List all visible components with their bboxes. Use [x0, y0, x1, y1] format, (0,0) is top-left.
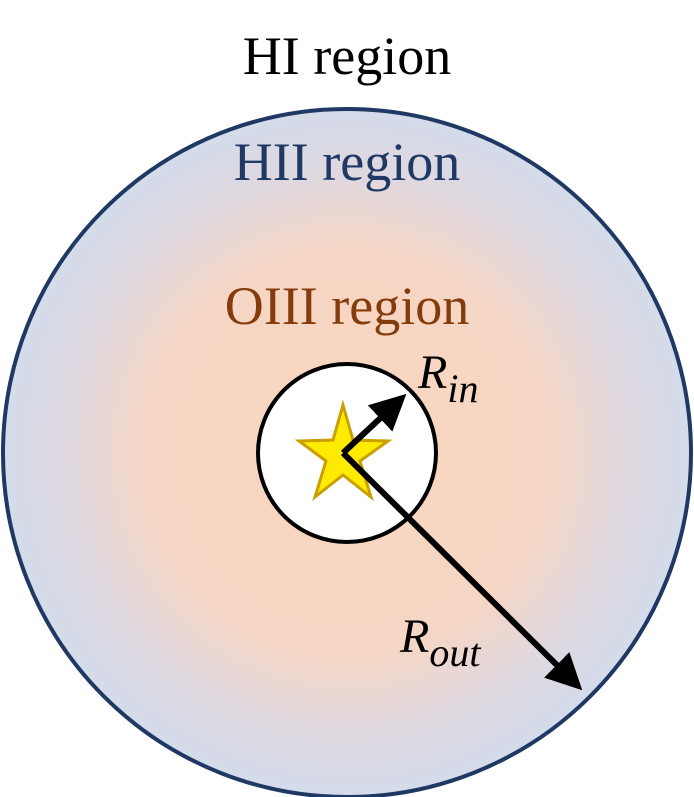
r-in-arrow	[340, 393, 407, 456]
r-out-arrow	[340, 450, 583, 691]
r-in-subscript: in	[447, 366, 478, 411]
hi-region-label: HI region	[243, 26, 451, 86]
oiii-region-label: OIII region	[225, 276, 469, 336]
r-out-label: Rout	[399, 610, 481, 675]
r-out-symbol: R	[399, 610, 429, 663]
r-out-subscript: out	[429, 630, 481, 675]
hii-region-label: HII region	[234, 132, 460, 192]
r-in-symbol: R	[417, 346, 447, 399]
r-in-label: Rin	[417, 346, 478, 411]
